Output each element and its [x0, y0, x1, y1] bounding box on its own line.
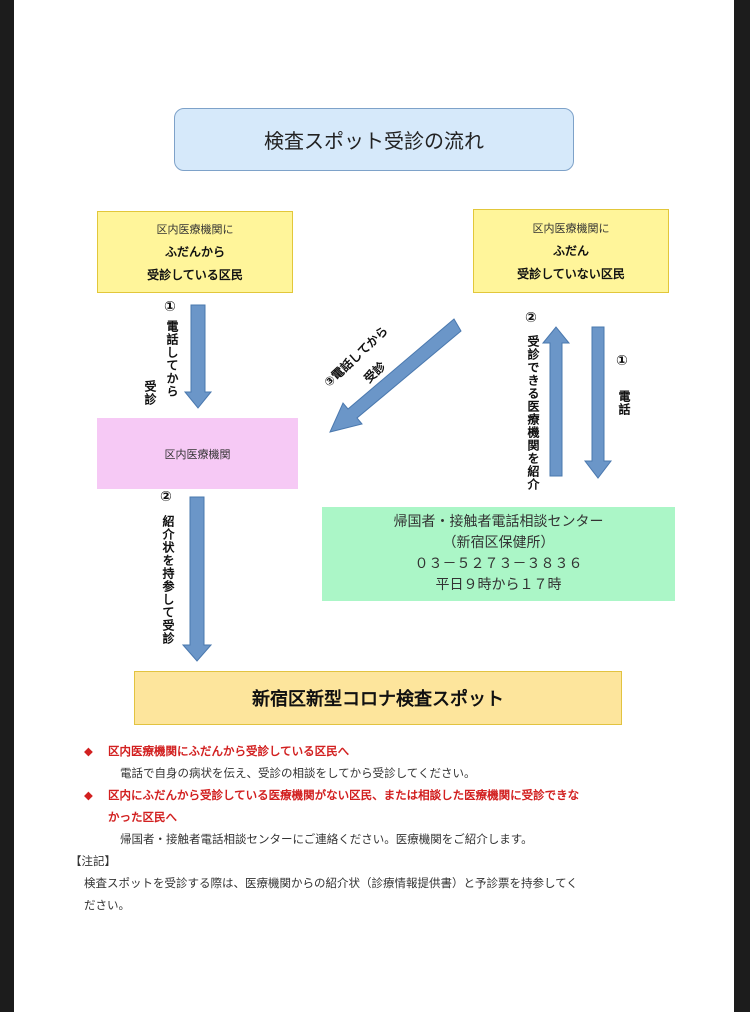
- note-item1-heading-text: 区内医療機関にふだんから受診している区民へ: [108, 744, 350, 758]
- arrow-nonregular-to-clinic: [329, 318, 462, 433]
- flow-arrows: [181, 304, 613, 662]
- testing-spot-box: 新宿区新型コロナ検査スポット: [134, 671, 622, 725]
- center-name: 帰国者・接触者電話相談センター: [393, 514, 604, 530]
- center-phone: ０３－５２７３－３８３６: [414, 556, 583, 572]
- nonregular-line2: ふだん: [552, 244, 589, 258]
- note-item2-heading-text: 区内にふだんから受診している医療機関がない区民、または相談した医療機関に受診でき…: [108, 788, 580, 802]
- step-b1-label: 電話: [617, 390, 631, 416]
- note-item2-heading-line2: かった区民へ: [108, 810, 177, 824]
- nonregular-patient-box: 区内医療機関に ふだん 受診していない区民: [473, 209, 669, 293]
- arrow-regular-to-clinic: [183, 304, 213, 409]
- step-b1-number: ①: [616, 353, 628, 369]
- nonregular-line1: 区内医療機関に: [532, 222, 610, 235]
- step-a1-sublabel: 受診: [143, 380, 157, 406]
- diamond-bullet-icon: ◆: [84, 788, 93, 802]
- step-a2-number: ②: [160, 489, 172, 505]
- document-page: 検査スポット受診の流れ 区内医療機関に ふだんから 受診している区民 区内医療機…: [14, 0, 734, 1012]
- regular-line2: ふだんから: [164, 245, 225, 259]
- memo-line1: 検査スポットを受診する際は、医療機関からの紹介状（診療情報提供書）と予診票を持参…: [84, 876, 578, 890]
- page-title: 検査スポット受診の流れ: [174, 108, 574, 171]
- diamond-bullet-icon: ◆: [84, 744, 93, 758]
- clinic-label: 区内医療機関: [164, 447, 231, 461]
- step-b2-label: 受診できる医療機関を紹介: [526, 335, 540, 491]
- step-a2-label: 紹介状を持参して受診: [161, 515, 175, 645]
- arrow-clinic-to-spot: [181, 496, 213, 662]
- note-item1-heading: ◆ 区内医療機関にふだんから受診している区民へ: [84, 740, 684, 762]
- memo-line2: ださい。: [84, 898, 130, 912]
- regular-patient-box: 区内医療機関に ふだんから 受診している区民: [97, 211, 293, 293]
- note-item2-heading: ◆ 区内にふだんから受診している医療機関がない区民、または相談した医療機関に受診で…: [84, 784, 684, 806]
- regular-line1: 区内医療機関に: [156, 223, 234, 236]
- center-hours: 平日９時から１７時: [435, 577, 562, 593]
- center-office: （新宿区保健所）: [442, 535, 555, 551]
- notes-section: ◆ 区内医療機関にふだんから受診している区民へ 電話で自身の病状を伝え、受診の相談…: [70, 740, 684, 916]
- regular-line3: 受診している区民: [147, 268, 243, 282]
- consultation-center-box: 帰国者・接触者電話相談センター （新宿区保健所） ０３－５２７３－３８３６ 平日…: [322, 507, 675, 601]
- note-item1-body: 電話で自身の病状を伝え、受診の相談をしてから受診してください。: [120, 766, 476, 780]
- arrow-center-to-nonregular: [541, 326, 571, 477]
- memo-label: 【注記】: [70, 854, 116, 868]
- note-item2-body: 帰国者・接触者電話相談センターにご連絡ください。医療機関をご紹介します。: [120, 832, 533, 846]
- clinic-box: 区内医療機関: [97, 418, 298, 489]
- step-a1-label: 電話してから: [165, 320, 179, 398]
- step-b2-number: ②: [525, 310, 537, 326]
- step-a1-number: ①: [164, 299, 176, 315]
- arrow-nonregular-to-center: [583, 326, 613, 479]
- nonregular-line3: 受診していない区民: [517, 267, 625, 281]
